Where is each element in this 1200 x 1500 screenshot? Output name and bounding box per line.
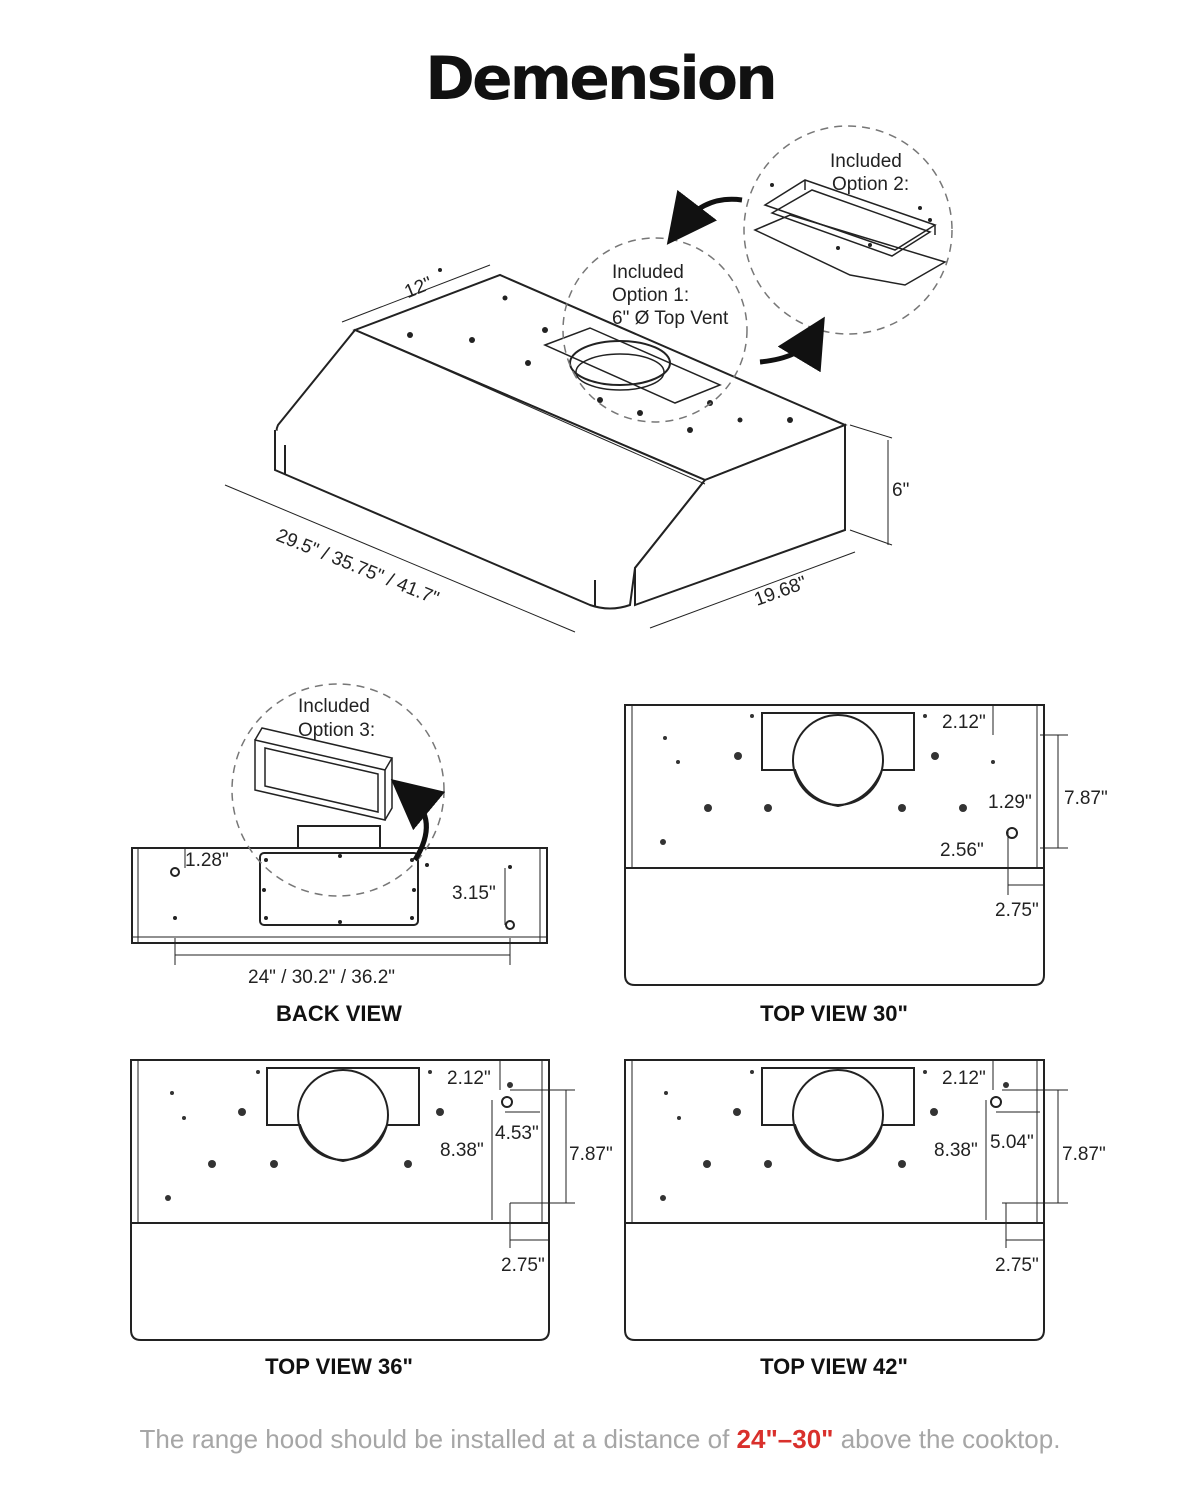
curved-arrow-option3-icon (390, 778, 446, 862)
tv30-dim-d: 2.56" (940, 840, 984, 861)
option1-line2: Option 1: (612, 285, 689, 306)
curved-arrow-left-icon (666, 189, 743, 245)
curved-arrow-right-icon (759, 316, 825, 373)
back-view-drawing (131, 825, 548, 965)
tv42-dim-c: 8.38" (934, 1140, 978, 1161)
back-dim-hole: 1.28" (185, 850, 229, 871)
tv42-dim-e: 2.75" (995, 1255, 1039, 1276)
tv36-dim-a: 2.12" (447, 1068, 491, 1089)
option2-adapter-drawing (753, 179, 947, 286)
dim-depth-12: 12" (402, 273, 436, 303)
tv36-dim-c: 8.38" (440, 1140, 484, 1161)
dim-width: 29.5" / 35.75" / 41.7" (273, 525, 442, 609)
top-view-30-caption: TOP VIEW 30" (760, 1001, 908, 1026)
tv30-dim-a: 2.12" (942, 712, 986, 733)
tv42-dim-a: 2.12" (942, 1068, 986, 1089)
option2-line2: Option 2: (832, 174, 909, 195)
note-text-after: above the cooktop. (833, 1424, 1061, 1454)
back-dim-span: 24" / 30.2" / 36.2" (248, 967, 395, 988)
top-view-30-drawing (624, 704, 1068, 986)
tv36-dim-d: 7.87" (569, 1144, 613, 1165)
tv30-dim-e: 2.75" (995, 900, 1039, 921)
top-view-36-drawing (130, 1059, 575, 1341)
hood-right-side (634, 423, 846, 607)
hood-bottom-rim (274, 430, 636, 610)
tv30-dim-c: 7.87" (1064, 788, 1108, 809)
option1-dashed-circle (562, 237, 748, 423)
install-distance-note: The range hood should be installed at a … (0, 1424, 1200, 1455)
dim-side-depth: 19.68" (752, 572, 810, 610)
note-text-before: The range hood should be installed at a … (139, 1424, 737, 1454)
dim-height: 6" (892, 480, 909, 501)
tv42-dim-d: 7.87" (1062, 1144, 1106, 1165)
tv30-dim-b: 1.29" (988, 792, 1032, 813)
option3-line2: Option 3: (298, 720, 375, 741)
option3-duct-drawing (254, 727, 394, 821)
top-view-42-drawing (624, 1059, 1068, 1341)
back-dim-side: 3.15" (452, 883, 496, 904)
option2-dashed-circle (743, 125, 953, 335)
back-view-caption: BACK VIEW (276, 1001, 402, 1026)
vent-collar (569, 340, 671, 386)
option2-line1: Included (830, 151, 902, 172)
note-highlight: 24"–30" (736, 1424, 834, 1454)
option1-line1: Included (612, 262, 684, 283)
option3-line1: Included (298, 696, 370, 717)
isometric-hood (224, 264, 893, 633)
page-title: Demension (425, 44, 778, 114)
tv36-dim-b: 4.53" (495, 1123, 539, 1144)
tv42-dim-b: 5.04" (990, 1132, 1034, 1153)
top-view-42-caption: TOP VIEW 42" (760, 1354, 908, 1379)
tv36-dim-e: 2.75" (501, 1255, 545, 1276)
top-view-36-caption: TOP VIEW 36" (265, 1354, 413, 1379)
option1-line3: 6" Ø Top Vent (612, 308, 729, 329)
